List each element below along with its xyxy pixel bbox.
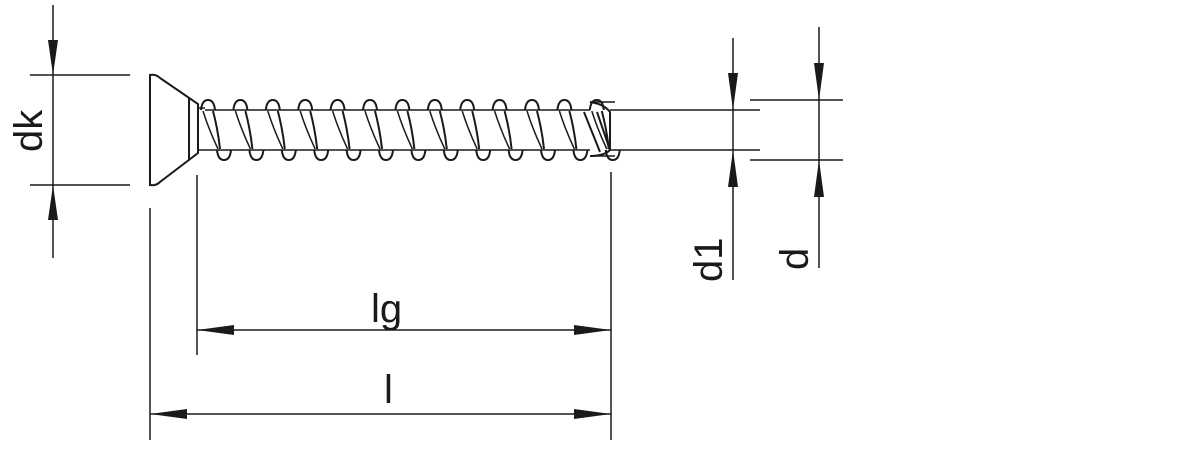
- d-arrow-bottom: [814, 160, 824, 197]
- lg-label: lg: [371, 287, 402, 331]
- thread-crest-top: [556, 98, 573, 111]
- l-arrow-left: [150, 409, 187, 419]
- d1-label: d1: [687, 238, 731, 283]
- thread-flank: [309, 110, 319, 150]
- thread-crest-top: [426, 98, 443, 111]
- thread-flank-edge: [558, 110, 576, 150]
- thread-flank: [212, 110, 221, 150]
- thread-crest-bottom: [280, 149, 297, 162]
- screw-thread: [200, 98, 621, 162]
- thread-flank-edge: [591, 110, 608, 150]
- dimension-lg: lg: [196, 172, 612, 440]
- l-label: l: [384, 368, 393, 412]
- screw-head: [149, 73, 205, 187]
- thread-crest-top: [329, 98, 346, 111]
- l-arrow-right: [574, 409, 611, 419]
- thread-flank-edge: [364, 110, 381, 150]
- thread-flank: [503, 110, 513, 150]
- screw-tip: [583, 101, 615, 157]
- thread-flank-edge: [299, 110, 316, 150]
- thread-flank-edge: [331, 110, 349, 150]
- thread-flank: [276, 110, 286, 150]
- lg-arrow-right: [574, 325, 611, 335]
- dimension-l: l: [149, 208, 611, 440]
- thread-crest-top: [459, 98, 476, 111]
- thread-flank: [471, 110, 481, 150]
- thread-flank-edge: [396, 110, 414, 150]
- thread-flank-edge: [526, 110, 543, 150]
- thread-crest-bottom: [345, 149, 362, 162]
- dk-arrow-bottom: [48, 185, 58, 220]
- thread-crest-bottom: [378, 149, 394, 162]
- thread-crest-bottom: [604, 149, 621, 162]
- lg-arrow-left: [197, 325, 234, 335]
- thread-crest-bottom: [572, 149, 589, 162]
- thread-flank: [374, 110, 383, 150]
- thread-flank: [568, 110, 578, 150]
- thread-flank: [244, 110, 254, 150]
- d1-arrow-bottom: [728, 150, 738, 187]
- thread-crest-bottom: [410, 149, 427, 162]
- thread-flank: [438, 110, 448, 150]
- thread-crest-top: [264, 98, 281, 111]
- thread-flank-edge: [461, 110, 478, 150]
- thread-flank: [341, 110, 351, 150]
- thread-crest-bottom: [248, 149, 265, 162]
- thread-crest-bottom: [507, 149, 524, 162]
- thread-crest-bottom: [216, 149, 232, 162]
- thread-flank-edge: [429, 110, 446, 150]
- thread-crest-bottom: [475, 149, 492, 162]
- dimension-dk: dk: [7, 5, 130, 258]
- thread-crest-top: [491, 98, 508, 111]
- thread-crest-bottom: [442, 149, 459, 162]
- dimension-d: d: [750, 27, 843, 270]
- thread-flank: [536, 110, 545, 150]
- thread-crest-top: [524, 98, 540, 111]
- thread-crest-top: [297, 98, 314, 111]
- thread-crest-top: [394, 98, 411, 111]
- thread-flank-edge: [202, 110, 219, 150]
- d1-arrow-top: [728, 73, 738, 110]
- d-label: d: [773, 248, 817, 270]
- thread-flank-edge: [267, 110, 284, 150]
- thread-crest-top: [200, 98, 216, 111]
- dk-label: dk: [7, 109, 51, 152]
- thread-crest-bottom: [313, 149, 330, 162]
- thread-flank-edge: [493, 110, 511, 150]
- d-arrow-top: [814, 63, 824, 100]
- thread-flank-edge: [234, 110, 252, 150]
- thread-flank: [406, 110, 416, 150]
- thread-crest-top: [362, 98, 378, 111]
- dimension-d1: d1: [610, 38, 760, 282]
- thread-crest-top: [232, 98, 249, 111]
- thread-crest-bottom: [540, 149, 556, 162]
- dk-arrow-top: [48, 40, 58, 75]
